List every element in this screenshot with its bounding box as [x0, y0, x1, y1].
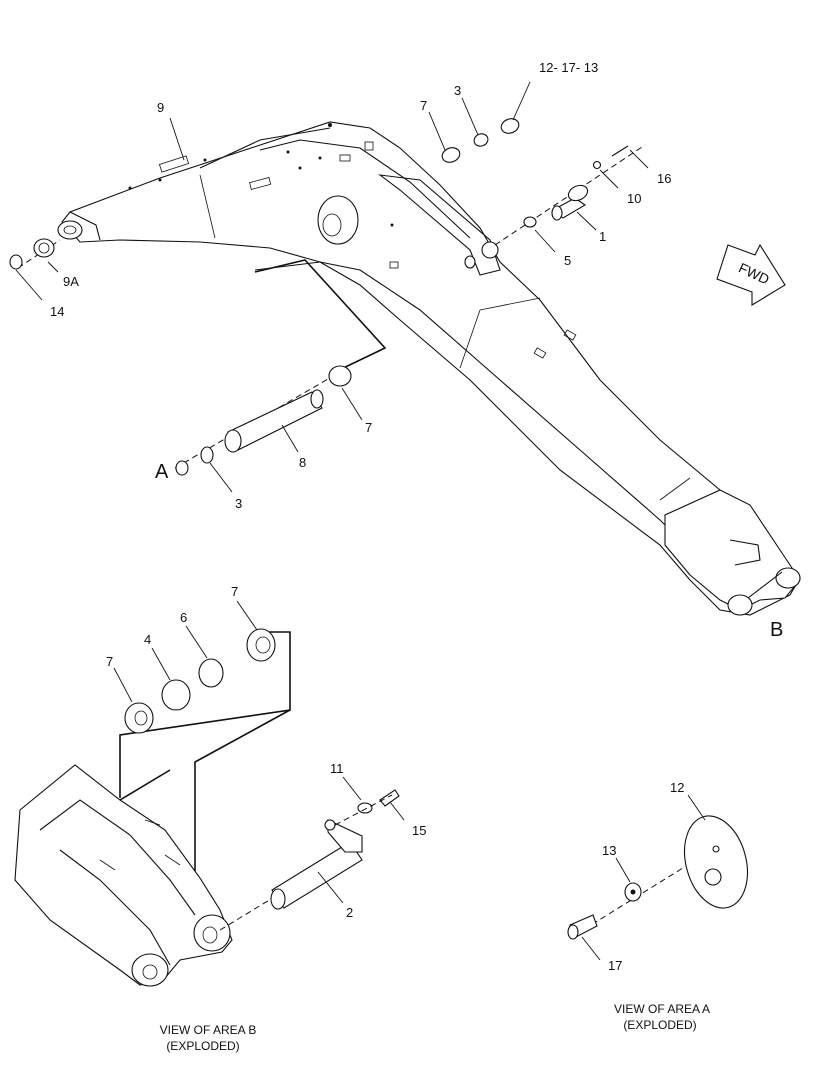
washer-11: [357, 802, 373, 814]
callout-7-mid: 7: [365, 420, 372, 435]
caption-area-a-line1: VIEW OF AREA A: [614, 1002, 710, 1016]
bushing-9a: [33, 238, 55, 258]
callout-12: 12: [670, 780, 684, 795]
boom-structure: [57, 121, 801, 616]
thrust-washer-7-mid: [328, 365, 352, 387]
shim-3-top: [473, 133, 489, 147]
top-pin-assembly: [9, 118, 646, 270]
area-label-a: A: [155, 461, 169, 483]
bolt-17: [567, 914, 598, 940]
callout-3-top: 3: [454, 83, 461, 98]
callout-9: 9: [157, 100, 164, 115]
callout-labels: 9 9A 14 7 3 12- 17- 13 16 10 1 5 7 8 3 7…: [50, 60, 684, 973]
pin-8: [224, 389, 324, 453]
shim-6: [198, 658, 224, 688]
plate-12: [684, 815, 748, 909]
callout-3-mid: 3: [235, 496, 242, 511]
callout-11: 11: [330, 761, 344, 776]
callout-4: 4: [144, 632, 151, 647]
area-a-exploded-view: [567, 815, 748, 940]
thrust-washer-7-b1: [246, 628, 276, 662]
callout-12-17-13: 12- 17- 13: [539, 60, 598, 75]
ring-14: [9, 254, 23, 270]
leader-lines: [15, 81, 706, 961]
fwd-arrow: FWD: [716, 243, 786, 306]
washer-10: [592, 160, 602, 170]
shim-3-mid: [200, 446, 214, 464]
callout-16: 16: [657, 171, 671, 186]
callout-14: 14: [50, 304, 64, 319]
area-b-exploded-view: [14, 628, 400, 987]
mid-pin-assembly: [174, 259, 387, 476]
caption-area-b-line1: VIEW OF AREA B: [160, 1023, 257, 1037]
shim-4: [161, 679, 191, 711]
callout-13: 13: [602, 843, 616, 858]
callout-10: 10: [627, 191, 641, 206]
callout-9a: 9A: [63, 274, 79, 289]
caption-area-b-line2: (EXPLODED): [166, 1039, 239, 1053]
thrust-washer-7-top: [441, 147, 461, 163]
washer-5: [523, 216, 537, 228]
callout-1: 1: [599, 229, 606, 244]
bolt-16: [611, 145, 629, 157]
callout-7-b1: 7: [231, 584, 238, 599]
pin-2: [270, 819, 363, 910]
pin-1: [551, 184, 589, 221]
caption-area-a-line2: (EXPLODED): [623, 1018, 696, 1032]
callout-7-b2: 7: [106, 654, 113, 669]
callout-17: 17: [608, 958, 622, 973]
callout-8: 8: [299, 455, 306, 470]
callout-15: 15: [412, 823, 426, 838]
callout-5: 5: [564, 253, 571, 268]
plate-a: [175, 460, 189, 476]
thrust-washer-7-b2: [124, 702, 154, 734]
area-label-b: B: [770, 619, 783, 641]
callout-7-top: 7: [420, 98, 427, 113]
plate-12-17-13: [500, 118, 520, 134]
callout-2: 2: [346, 905, 353, 920]
callout-6: 6: [180, 610, 187, 625]
bolt-15: [379, 789, 400, 807]
